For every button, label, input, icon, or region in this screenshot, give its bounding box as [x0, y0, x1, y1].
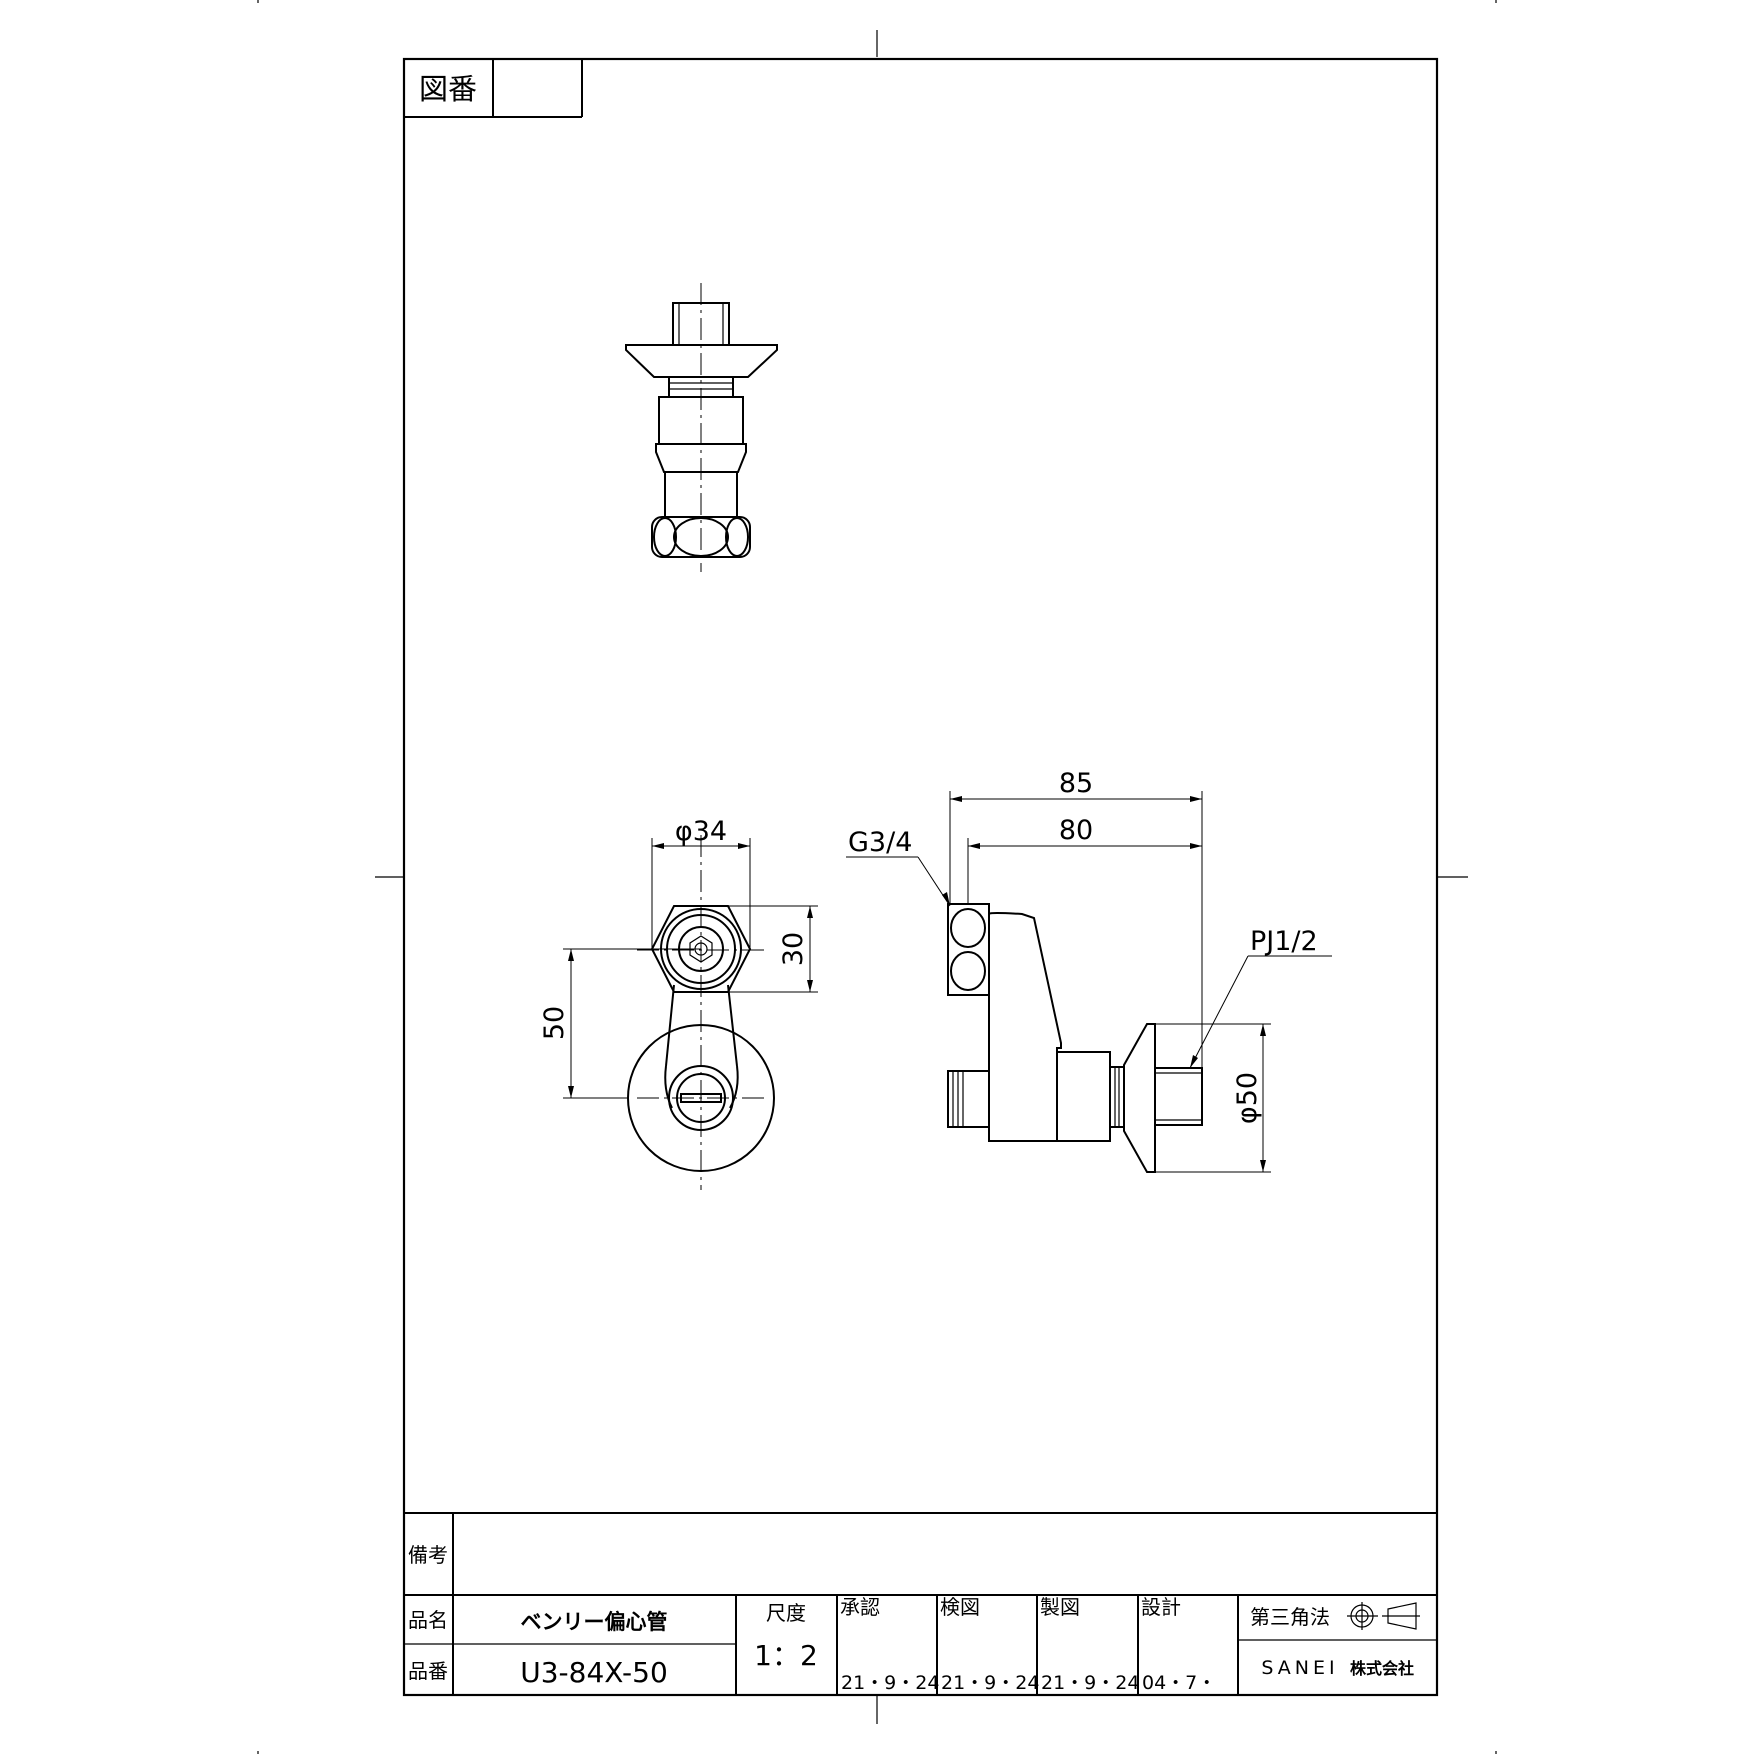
scale-label: 尺度	[766, 1601, 806, 1625]
side-view-dimensions: 85 80 G3/4 PJ1/2 φ50	[846, 768, 1332, 1173]
company-name-latin: SANEI	[1261, 1657, 1338, 1679]
dimension-pj12: PJ1/2	[1250, 926, 1318, 957]
projection-label: 第三角法	[1250, 1605, 1330, 1629]
part-number-label: 品番	[408, 1659, 448, 1683]
drawing-frame	[402, 57, 1439, 1697]
drawn-date: 21・9・24	[1041, 1672, 1139, 1694]
approved-label: 承認	[840, 1595, 880, 1619]
third-angle-projection-icon	[1347, 1602, 1420, 1630]
dimension-50: 50	[539, 1006, 570, 1040]
designed-date: 04・7・	[1142, 1672, 1216, 1694]
company-name-suffix: 株式会社	[1350, 1659, 1414, 1678]
scale-value: 1：2	[754, 1639, 818, 1672]
dimension-30: 30	[778, 932, 809, 966]
designed-label: 設計	[1141, 1595, 1181, 1619]
drawn-label: 製図	[1040, 1595, 1080, 1619]
top-view	[625, 283, 778, 572]
dimension-phi34: φ34	[675, 816, 727, 847]
dimension-85: 85	[1059, 768, 1093, 799]
checked-label: 検図	[940, 1595, 980, 1619]
registration-marks	[257, 0, 1497, 1754]
drawing-number-box: 図番	[404, 59, 583, 118]
front-view	[627, 835, 775, 1190]
checked-date: 21・9・24	[941, 1672, 1039, 1694]
product-name: ベンリー偏心管	[521, 1610, 668, 1634]
dimension-g34: G3/4	[848, 827, 912, 858]
front-view-dimensions: φ34 30 50	[539, 816, 818, 1099]
part-number: U3-84X-50	[520, 1656, 668, 1689]
remarks-label: 備考	[408, 1543, 448, 1567]
side-view	[947, 903, 1203, 1173]
product-name-label: 品名	[408, 1608, 448, 1632]
dimension-80: 80	[1059, 815, 1093, 846]
approved-date: 21・9・24	[841, 1672, 939, 1694]
title-block: 備考 品名 ベンリー偏心管 品番 U3-84X-50 尺度 1：2 承認 21・…	[404, 1512, 1437, 1695]
drawing-number-label: 図番	[419, 72, 477, 106]
dimension-phi50: φ50	[1232, 1072, 1263, 1124]
